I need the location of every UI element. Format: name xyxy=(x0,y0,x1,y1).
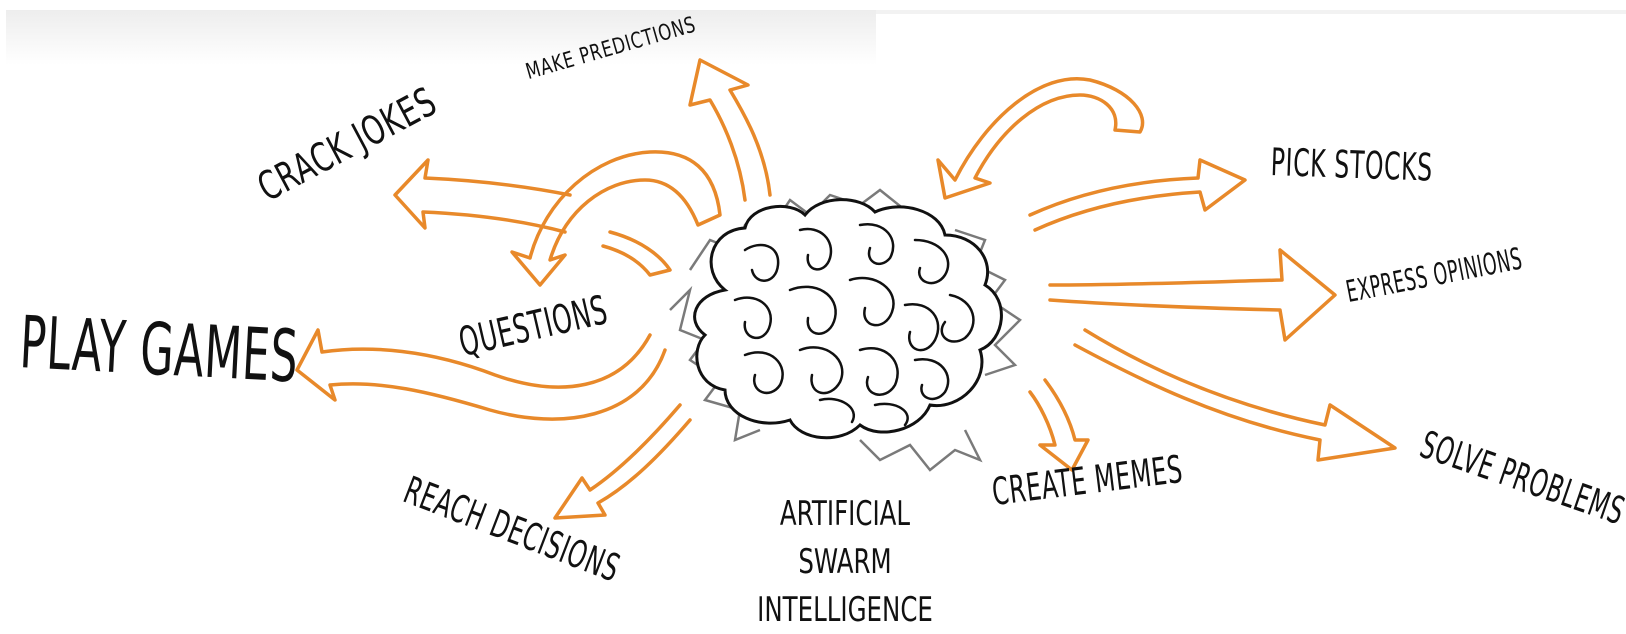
brain-icon xyxy=(693,198,1003,440)
label-play-games: PLAY GAMES xyxy=(18,300,301,399)
arrow-make-predictions-icon xyxy=(688,58,772,202)
arrow-questions-loop-icon xyxy=(601,230,672,277)
brain-folds-icon xyxy=(733,222,975,427)
arrow-questions-icon xyxy=(510,150,722,287)
arrow-reach-decisions-icon xyxy=(553,403,692,520)
diagram-canvas: MAKE PREDICTIONS CRACK JOKES QUESTIONS P… xyxy=(6,10,1626,630)
arrow-create-memes-icon xyxy=(1028,378,1090,472)
center-title: ARTIFICIAL SWARM INTELLIGENCE xyxy=(741,490,950,634)
top-edge-strip xyxy=(876,10,1626,14)
arrow-crack-jokes-icon xyxy=(393,158,572,234)
arrow-top-right-hook-icon xyxy=(936,77,1145,200)
center-title-line-2: SWARM INTELLIGENCE xyxy=(757,542,933,630)
label-pick-stocks: PICK STOCKS xyxy=(1270,140,1434,190)
arrow-play-games-icon xyxy=(295,328,667,421)
center-title-line-1: ARTIFICIAL xyxy=(779,494,911,534)
arrow-pick-stocks-icon xyxy=(1028,158,1247,232)
top-fade-bar xyxy=(6,10,876,65)
diagram-art xyxy=(295,58,1397,520)
arrow-express-opinions-icon xyxy=(1048,248,1337,342)
arrow-solve-problems-icon xyxy=(1073,328,1397,462)
